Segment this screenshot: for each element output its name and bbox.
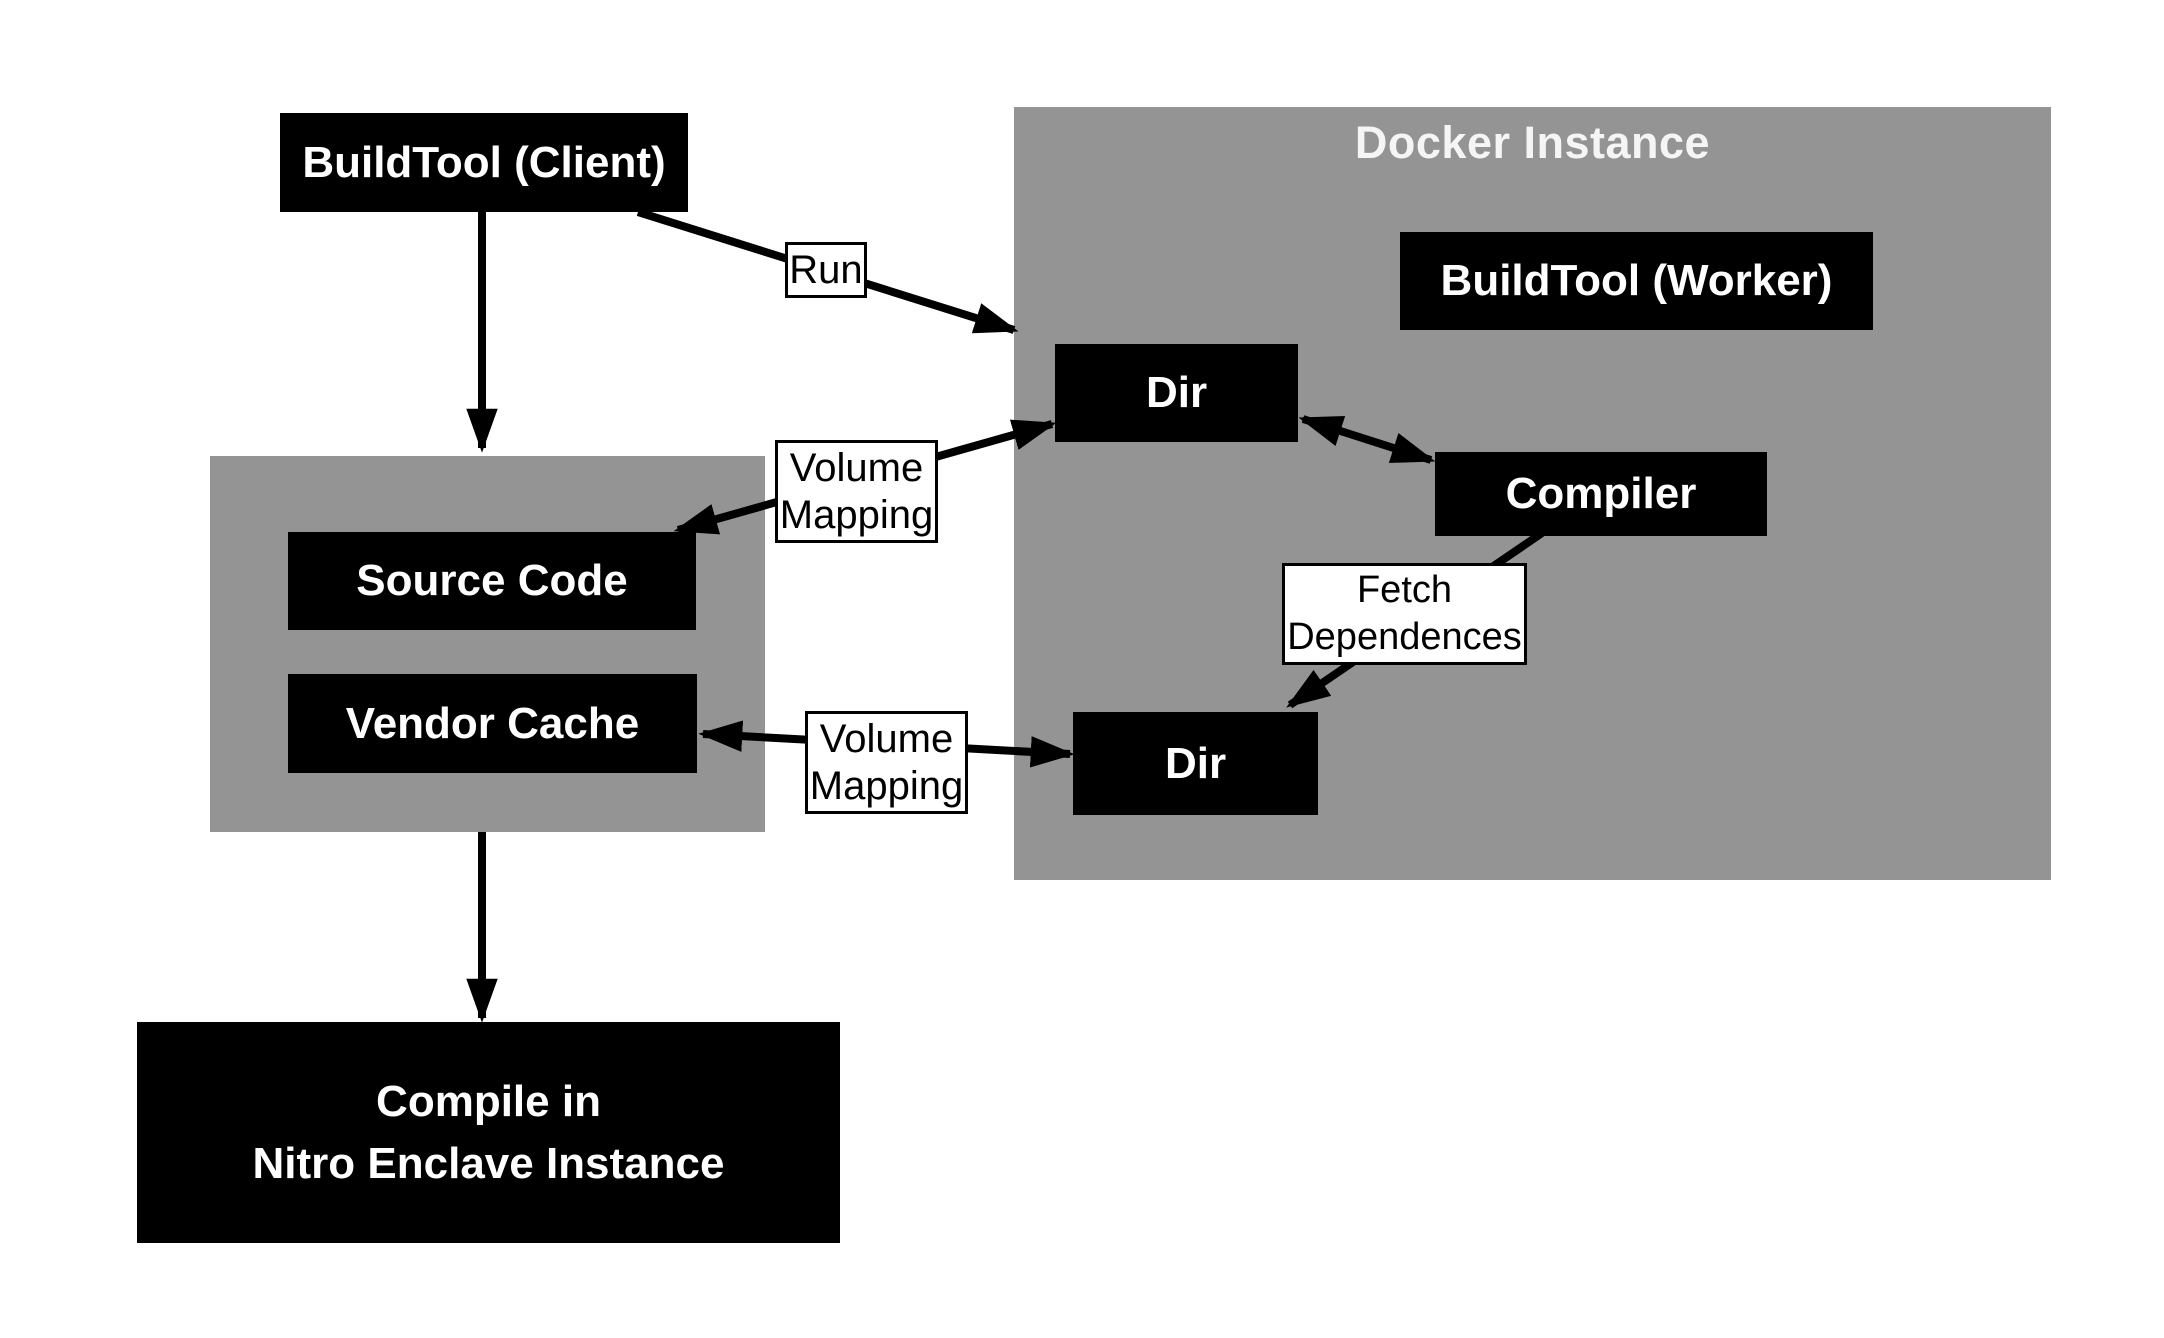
node-source-code: Source Code (288, 532, 696, 630)
edge-label-volume-mapping-top: Volume Mapping (775, 440, 938, 543)
node-dir-top: Dir (1055, 344, 1298, 442)
docker-instance-title: Docker Instance (1354, 117, 1711, 168)
edge-label-volume-mapping-bottom: Volume Mapping (805, 711, 968, 814)
compile-label-line2: Nitro Enclave Instance (252, 1138, 725, 1188)
fetch-dependences-line1: Fetch (1356, 569, 1453, 611)
fetch-dependences-line2: Dependences (1287, 616, 1522, 658)
edge-label-fetch-dependences: Fetch Dependences (1282, 563, 1527, 665)
volume-mapping-bottom-line1: Volume (819, 716, 954, 761)
volume-mapping-bottom-line2: Mapping (809, 763, 964, 808)
volume-mapping-top-line2: Mapping (779, 492, 934, 537)
node-compile-nitro-enclave: Compile in Nitro Enclave Instance (137, 1022, 840, 1243)
host-folder-container (210, 456, 765, 832)
node-buildtool-client: BuildTool (Client) (280, 113, 688, 212)
node-buildtool-worker: BuildTool (Worker) (1400, 232, 1873, 330)
volume-mapping-top-line1: Volume (789, 445, 924, 490)
run-label-text: Run (789, 247, 863, 292)
node-vendor-cache: Vendor Cache (288, 674, 697, 773)
node-dir-bottom: Dir (1073, 712, 1318, 815)
compile-label-line1: Compile in (376, 1076, 601, 1126)
edge-label-run: Run (785, 242, 867, 298)
node-compiler: Compiler (1435, 452, 1767, 536)
